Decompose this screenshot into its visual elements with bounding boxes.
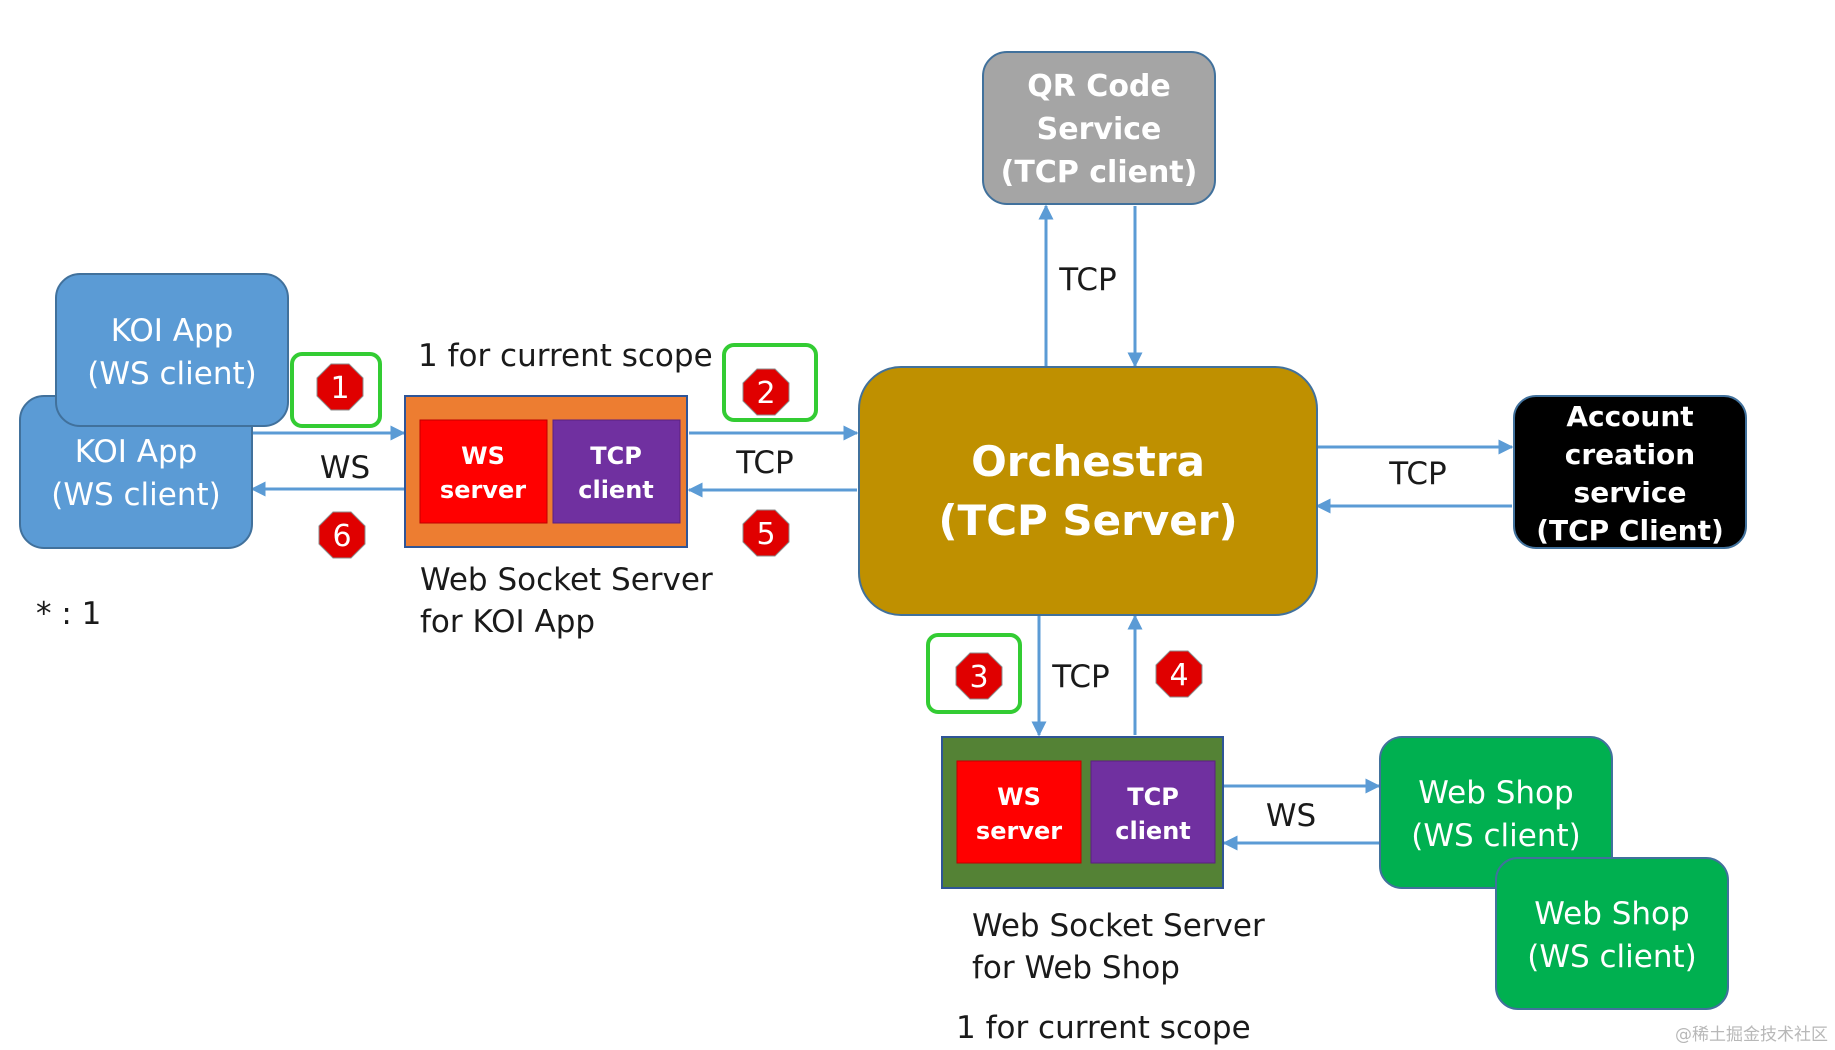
account-line2: creation — [1565, 438, 1695, 471]
step-badge-6: 6 — [318, 511, 366, 559]
koi-back-line1: KOI App — [75, 434, 198, 470]
koi-ws-label-1: WS — [461, 442, 505, 470]
shop-back-line2: (WS client) — [1411, 818, 1581, 854]
step-badge-3: 3 — [955, 652, 1003, 700]
qr-line2: Service — [1037, 112, 1162, 147]
step-highlights — [290, 343, 1022, 714]
orchestra-box: Orchestra (TCP Server) — [858, 366, 1318, 616]
koi-tcp-client-block — [552, 419, 681, 524]
cardinality-note: * : 1 — [36, 596, 101, 632]
shop-ws-label-2: server — [976, 817, 1062, 845]
qr-code-service-box: QR Code Service (TCP client) — [982, 51, 1216, 205]
shop-ws-server-block — [956, 760, 1082, 864]
qr-line1: QR Code — [1027, 69, 1171, 104]
koi-tcp-label-1: TCP — [590, 442, 642, 470]
koi-server-caption-2: for KOI App — [420, 604, 595, 640]
ws-server-shop-box: WS server TCP client — [941, 736, 1224, 889]
step-badge-5: 5 — [742, 509, 790, 557]
shop-front-line1: Web Shop — [1534, 896, 1689, 932]
step-3-label: 3 — [969, 660, 988, 695]
step-3-highlight — [926, 633, 1022, 714]
account-line1: Account — [1566, 400, 1693, 433]
step-badge-2: 2 — [742, 368, 790, 416]
step-6-label: 6 — [332, 519, 351, 554]
step-2-label: 2 — [756, 376, 775, 411]
web-shop-front-box: Web Shop (WS client) — [1495, 857, 1729, 1010]
shop-tcp-label-1: TCP — [1127, 783, 1179, 811]
orchestra-line2: (TCP Server) — [938, 496, 1237, 545]
koi-ws-server-block — [419, 419, 548, 524]
shop-tcp-client-block — [1090, 760, 1216, 864]
step-1-label: 1 — [330, 371, 349, 406]
koi-server-scope: 1 for current scope — [418, 338, 713, 374]
orchestra-line1: Orchestra — [971, 437, 1205, 486]
account-line3: service — [1574, 476, 1687, 509]
shop-back-line1: Web Shop — [1418, 775, 1573, 811]
ws-server-koi-box: WS server TCP client — [404, 395, 688, 548]
shop-ws-connection-label: WS — [1266, 798, 1316, 834]
koi-ws-connection-label: WS — [320, 450, 370, 486]
web-shop-back-box: Web Shop (WS client) — [1379, 736, 1613, 889]
step-2-highlight — [722, 343, 818, 422]
shop-server-caption-2: for Web Shop — [972, 950, 1180, 986]
watermark: @稀土掘金技术社区 — [1675, 1025, 1828, 1045]
step-badge-4: 4 — [1155, 650, 1203, 698]
step-badge-1: 1 — [316, 363, 364, 411]
step-5-label: 5 — [756, 517, 775, 552]
account-creation-service-box: Account creation service (TCP Client) — [1513, 395, 1747, 549]
qr-tcp-connection-label: TCP — [1058, 262, 1116, 298]
shop-tcp-label-2: client — [1115, 817, 1191, 845]
koi-app-front-box: KOI App (WS client) — [55, 273, 289, 427]
koi-tcp-label-2: client — [578, 476, 654, 504]
shop-server-scope: 1 for current scope — [956, 1010, 1251, 1046]
shop-server-caption-1: Web Socket Server — [972, 908, 1265, 944]
shop-ws-label-1: WS — [997, 783, 1041, 811]
connectors — [250, 204, 1514, 851]
qr-line3: (TCP client) — [1001, 155, 1198, 190]
shop-front-line2: (WS client) — [1527, 939, 1697, 975]
koi-front-line2: (WS client) — [87, 356, 257, 392]
shop-tcp-connection-label: TCP — [1051, 659, 1109, 695]
koi-ws-label-2: server — [440, 476, 526, 504]
koi-tcp-connection-label: TCP — [735, 445, 793, 481]
koi-server-caption-1: Web Socket Server — [420, 562, 713, 598]
account-line4: (TCP Client) — [1536, 514, 1724, 547]
account-tcp-connection-label: TCP — [1388, 456, 1446, 492]
koi-front-line1: KOI App — [111, 313, 234, 349]
step-4-label: 4 — [1169, 658, 1188, 693]
koi-back-line2: (WS client) — [51, 477, 221, 513]
step-1-highlight — [290, 352, 382, 428]
